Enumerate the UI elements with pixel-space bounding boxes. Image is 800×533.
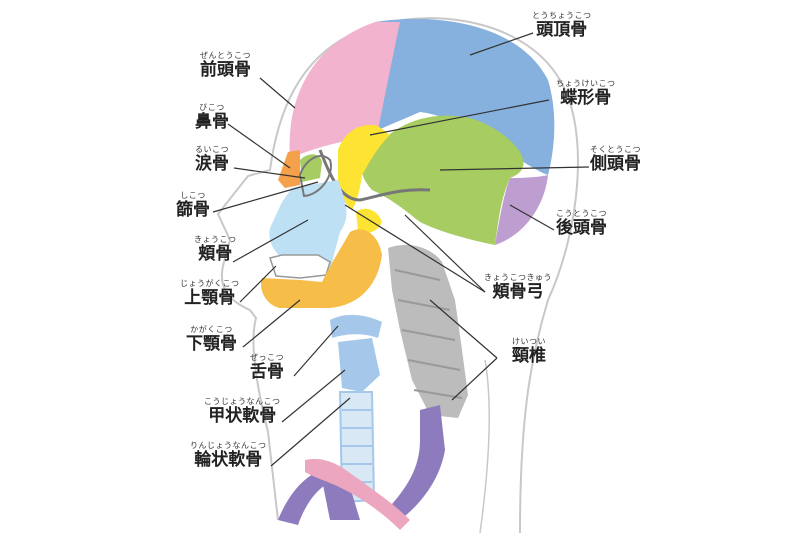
bone-name: 上顎骨 [184, 290, 235, 307]
label-nasal: びこつ 鼻骨 [195, 104, 229, 131]
ruby-text: こうじょうなんこつ [204, 398, 281, 406]
label-hyoid: ぜっこつ 舌骨 [250, 354, 284, 381]
label-cricoid: りんじょうなんこつ 輪状軟骨 [190, 442, 267, 469]
teeth [270, 255, 330, 278]
ruby-text: きょうこつ [194, 236, 237, 244]
label-frontal: ぜんとうこつ 前頭骨 [200, 52, 251, 79]
ruby-text: ぜんとうこつ [200, 52, 251, 60]
bone-name: 甲状軟骨 [208, 408, 276, 425]
ruby-text: ぜっこつ [250, 354, 284, 362]
ruby-text: しこつ [180, 192, 206, 200]
clavicle-right [385, 405, 445, 520]
ruby-text: こうとうこつ [556, 210, 607, 218]
bone-name: 前頭骨 [200, 62, 251, 79]
ruby-text: びこつ [199, 104, 225, 112]
ruby-text: かがくこつ [190, 326, 233, 334]
label-zygomatic-arch: きょうこつきゅう 頬骨弓 [484, 274, 552, 301]
ruby-text: るいこつ [195, 146, 229, 154]
sphenoid-lower [356, 209, 382, 233]
bone-name: 舌骨 [250, 364, 284, 381]
bone-name: 輪状軟骨 [194, 452, 262, 469]
label-lacrimal: るいこつ 涙骨 [195, 146, 229, 173]
thyroid-cartilage [338, 338, 380, 392]
ruby-text: けいつい [512, 338, 546, 346]
bone-name: 蝶形骨 [560, 90, 611, 107]
bone-name: 下顎骨 [186, 336, 237, 353]
ruby-text: りんじょうなんこつ [190, 442, 267, 450]
ruby-text: ちょうけいこつ [556, 80, 616, 88]
bone-name: 頸椎 [512, 348, 546, 365]
nasal-bone [278, 150, 300, 188]
bone-name: 頬骨 [198, 246, 232, 263]
ruby-text: そくとうこつ [590, 146, 641, 154]
bone-name: 頭頂骨 [536, 22, 587, 39]
label-maxilla: じょうがくこつ 上顎骨 [180, 280, 240, 307]
ruby-text: じょうがくこつ [180, 280, 240, 288]
bone-name: 涙骨 [195, 156, 229, 173]
bone-name: 後頭骨 [556, 220, 607, 237]
label-mandible: かがくこつ 下顎骨 [186, 326, 237, 353]
label-thyroid: こうじょうなんこつ 甲状軟骨 [204, 398, 281, 425]
neck-back-outline [480, 360, 489, 533]
bone-name: 鼻骨 [195, 114, 229, 131]
bone-name: 頬骨弓 [493, 284, 544, 301]
label-temporal: そくとうこつ 側頭骨 [590, 146, 641, 173]
ruby-text: きょうこつきゅう [484, 274, 552, 282]
label-cervical: けいつい 頸椎 [512, 338, 546, 365]
label-zygomatic: きょうこつ 頬骨 [194, 236, 237, 263]
bone-name: 篩骨 [176, 202, 210, 219]
ruby-text: とうちょうこつ [532, 12, 592, 20]
label-occipital: こうとうこつ 後頭骨 [556, 210, 607, 237]
label-parietal: とうちょうこつ 頭頂骨 [532, 12, 592, 39]
label-sphenoid: ちょうけいこつ 蝶形骨 [556, 80, 616, 107]
label-ethmoid: しこつ 篩骨 [176, 192, 210, 219]
bone-name: 側頭骨 [590, 156, 641, 173]
